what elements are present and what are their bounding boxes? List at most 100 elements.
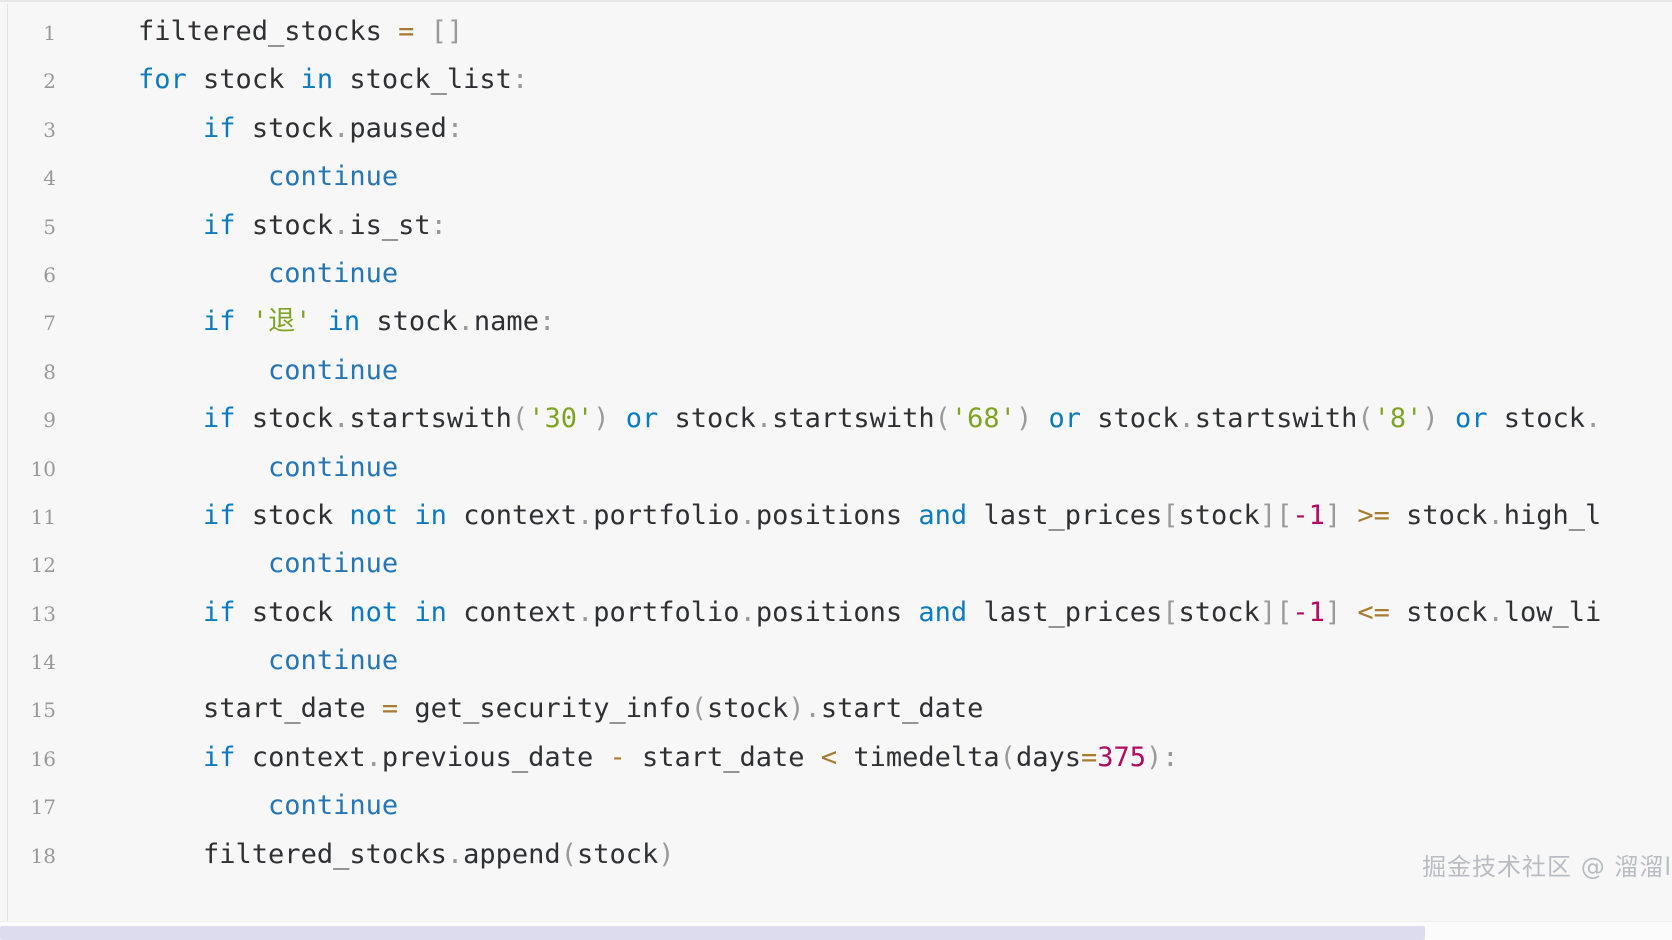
token-keyword: or bbox=[1048, 403, 1081, 435]
line-content: continue bbox=[56, 540, 398, 588]
line-content: continue bbox=[56, 153, 398, 201]
token-identifier: start_date bbox=[642, 741, 805, 773]
token-identifier: context bbox=[251, 741, 366, 773]
line-content: continue bbox=[56, 444, 398, 492]
horizontal-scrollbar-thumb[interactable] bbox=[0, 926, 1425, 940]
line-content: if '退' in stock.name: bbox=[56, 298, 555, 346]
code-line: 9 if stock.startswith('30') or stock.sta… bbox=[0, 395, 1672, 443]
code-line: 13 if stock not in context.portfolio.pos… bbox=[0, 589, 1672, 637]
token-punctuation: . bbox=[739, 596, 756, 628]
token-bracket: ][ bbox=[1259, 596, 1293, 628]
token-operator: <= bbox=[1357, 596, 1390, 628]
code-line: 3 if stock.paused: bbox=[0, 105, 1672, 153]
token-keyword-continue: continue bbox=[268, 354, 399, 386]
token-string: '68' bbox=[950, 403, 1016, 435]
token-keyword: and bbox=[918, 596, 968, 628]
token-paren: ) bbox=[1146, 741, 1163, 773]
token-identifier: stock bbox=[576, 838, 659, 870]
token-paren: ( bbox=[934, 403, 951, 435]
token-paren: ( bbox=[690, 693, 707, 725]
token-method: startswith bbox=[349, 403, 512, 435]
line-content: continue bbox=[56, 637, 398, 685]
token-bracket: [ bbox=[1162, 596, 1179, 628]
token-keyword: not bbox=[349, 596, 399, 628]
token-identifier: stock bbox=[1178, 499, 1260, 531]
line-number: 11 bbox=[30, 504, 56, 529]
token-keyword: not bbox=[349, 499, 399, 531]
token-punctuation: . bbox=[1178, 403, 1195, 435]
token-paren: ) bbox=[658, 838, 675, 870]
token-identifier: stock bbox=[251, 112, 334, 144]
token-keyword: if bbox=[203, 596, 236, 628]
token-punctuation: . bbox=[365, 741, 382, 773]
token-punctuation: . bbox=[1487, 596, 1504, 628]
line-content: if context.previous_date - start_date < … bbox=[56, 734, 1179, 782]
token-paren: ( bbox=[511, 403, 529, 435]
token-operator: = bbox=[381, 693, 399, 725]
token-identifier: filtered_stocks bbox=[203, 838, 447, 870]
token-string: '8' bbox=[1373, 403, 1423, 435]
token-bracket: ][ bbox=[1259, 499, 1293, 531]
token-punctuation: : bbox=[511, 64, 529, 96]
horizontal-scrollbar-track[interactable] bbox=[0, 921, 1672, 940]
token-keyword-continue: continue bbox=[268, 790, 399, 822]
token-number: -1 bbox=[1292, 499, 1325, 531]
token-punctuation: : bbox=[538, 306, 556, 338]
line-content: continue bbox=[56, 250, 398, 298]
token-attribute: paused bbox=[349, 112, 447, 144]
token-operator: - bbox=[609, 741, 626, 773]
token-keyword: if bbox=[203, 112, 236, 144]
token-identifier: stock bbox=[1406, 499, 1488, 531]
line-content: if stock.paused: bbox=[56, 105, 463, 153]
token-keyword-continue: continue bbox=[268, 451, 399, 483]
line-content: if stock not in context.portfolio.positi… bbox=[56, 589, 1601, 637]
token-identifier: context bbox=[463, 499, 577, 531]
token-attribute: previous_date bbox=[381, 741, 594, 773]
token-function: timedelta bbox=[853, 741, 1000, 773]
token-keyword: in bbox=[300, 64, 334, 96]
token-identifier: stock bbox=[1178, 596, 1260, 628]
line-number: 3 bbox=[43, 117, 56, 142]
token-paren: ) bbox=[1015, 403, 1033, 435]
code-line: 1 filtered_stocks = [] bbox=[0, 8, 1672, 56]
token-punctuation: . bbox=[755, 403, 773, 435]
token-identifier: stock bbox=[251, 499, 334, 531]
code-line: 6 continue bbox=[0, 250, 1672, 298]
token-identifier: stock bbox=[203, 64, 285, 96]
code-line: 7 if '退' in stock.name: bbox=[0, 298, 1672, 346]
line-number: 10 bbox=[30, 456, 56, 481]
line-content: continue bbox=[56, 782, 398, 830]
line-content: filtered_stocks.append(stock) bbox=[56, 831, 675, 879]
token-punctuation: : bbox=[446, 112, 464, 144]
token-number: -1 bbox=[1292, 596, 1325, 628]
token-identifier: stock bbox=[251, 209, 334, 241]
token-punctuation: . bbox=[804, 693, 821, 725]
token-bracket: ] bbox=[1324, 596, 1342, 628]
token-identifier: stock bbox=[376, 306, 458, 338]
token-punctuation: : bbox=[1162, 741, 1179, 773]
token-identifier: last_prices bbox=[983, 596, 1163, 628]
token-identifier: stock bbox=[251, 596, 334, 628]
token-keyword: if bbox=[203, 499, 236, 531]
line-number: 15 bbox=[30, 698, 56, 723]
code-line: 15 start_date = get_security_info(stock)… bbox=[0, 685, 1672, 733]
token-punctuation: . bbox=[1487, 499, 1504, 531]
token-identifier: stock bbox=[1406, 596, 1488, 628]
token-punctuation: : bbox=[430, 209, 447, 241]
token-keyword: in bbox=[414, 499, 447, 531]
token-paren: ) bbox=[593, 403, 610, 435]
token-identifier: last_prices bbox=[983, 499, 1163, 531]
code-line: 8 continue bbox=[0, 347, 1672, 395]
token-bracket: [ bbox=[1162, 499, 1179, 531]
token-identifier: context bbox=[463, 596, 577, 628]
token-identifier: stock bbox=[707, 693, 789, 725]
code-line: 14 continue bbox=[0, 637, 1672, 685]
token-keyword: if bbox=[203, 741, 236, 773]
token-keyword-continue: continue bbox=[268, 645, 399, 677]
token-paren: ( bbox=[560, 838, 577, 870]
line-content: continue bbox=[56, 347, 398, 395]
token-attribute: low_li bbox=[1503, 596, 1602, 628]
line-number: 9 bbox=[43, 408, 56, 433]
token-identifier: stock bbox=[674, 403, 756, 435]
